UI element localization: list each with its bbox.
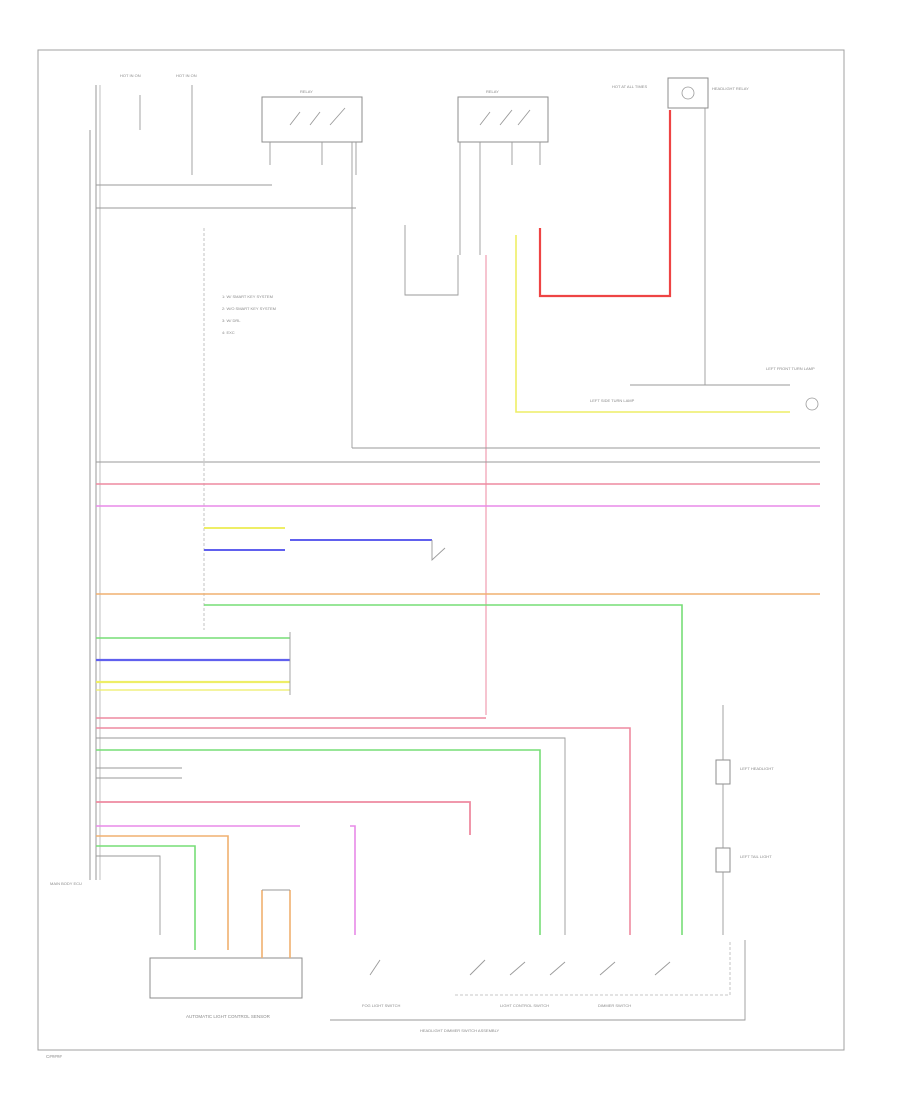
wire-violet-3 bbox=[350, 825, 356, 935]
wire-gray-3 bbox=[96, 737, 566, 935]
relay-box-2 bbox=[457, 96, 549, 143]
top-right-fuse-label: HOT AT ALL TIMES bbox=[612, 84, 647, 89]
page-label: C##### bbox=[46, 1054, 62, 1059]
option-2: 2: W/O SMART KEY SYSTEM bbox=[222, 306, 276, 311]
right-lamp-2-box bbox=[715, 847, 731, 873]
wire-yellow-lamp bbox=[515, 235, 790, 413]
assembly-inner-bracket bbox=[455, 940, 731, 996]
wire-green-3 bbox=[96, 749, 541, 935]
bottom-assembly-label: HEADLIGHT DIMMER SWITCH ASSEMBLY bbox=[420, 1028, 500, 1033]
wire-green-1 bbox=[204, 604, 683, 935]
relay-box-2-label: RELAY bbox=[486, 89, 499, 94]
left-front-turn-lamp-icon bbox=[805, 397, 819, 411]
option-3: 3: W/ DRL bbox=[222, 318, 241, 323]
fog-light-switch-label: FOG LIGHT SWITCH bbox=[362, 1003, 400, 1008]
mid-right-label: LEFT SIDE TURN LAMP bbox=[590, 398, 635, 403]
left-body-ecu-label: MAIN BODY ECU bbox=[50, 881, 82, 886]
top-right-component-label: HEADLIGHT RELAY bbox=[712, 86, 749, 91]
relay-switch-symbol bbox=[431, 540, 446, 562]
wire-gray-6 bbox=[96, 855, 161, 935]
diagram-frame bbox=[37, 49, 845, 1051]
relay-box-1 bbox=[261, 96, 363, 143]
right-side-label: LEFT FRONT TURN LAMP bbox=[766, 366, 815, 371]
auto-light-sensor-box bbox=[149, 957, 303, 999]
assembly-bracket bbox=[330, 940, 746, 1021]
wire-green-4 bbox=[96, 845, 196, 950]
wire-pink-3 bbox=[96, 727, 631, 935]
right-lamp-2-label: LEFT TAIL LIGHT bbox=[740, 854, 772, 859]
wire-pink-4 bbox=[96, 801, 471, 835]
headlight-relay-coil bbox=[681, 86, 695, 100]
right-lamp-1-label: LEFT HEADLIGHT bbox=[740, 766, 774, 771]
switch-loop bbox=[404, 225, 459, 296]
wire-red-relay bbox=[538, 110, 672, 298]
light-control-switch-label: LIGHT CONTROL SWITCH bbox=[500, 1003, 549, 1008]
top-fuse-2-label: HOT IN ON bbox=[176, 73, 197, 78]
relay-2-contacts bbox=[479, 109, 531, 126]
relay-box-1-label: RELAY bbox=[300, 89, 313, 94]
option-4: 4: EXC bbox=[222, 330, 235, 335]
relay-1-contacts bbox=[289, 107, 346, 126]
wire-orange-2 bbox=[96, 835, 229, 950]
top-fuse-1-label: HOT IN ON bbox=[120, 73, 141, 78]
auto-light-sensor-label: AUTOMATIC LIGHT CONTROL SENSOR bbox=[186, 1014, 271, 1019]
headlight-relay-box bbox=[667, 77, 709, 109]
option-1: 1: W/ SMART KEY SYSTEM bbox=[222, 294, 273, 299]
wire-orange-sensor bbox=[261, 890, 291, 958]
dimmer-switch-label: DIMMER SWITCH bbox=[598, 1003, 631, 1008]
right-lamp-1-box bbox=[715, 759, 731, 785]
switch-contacts bbox=[369, 959, 671, 976]
